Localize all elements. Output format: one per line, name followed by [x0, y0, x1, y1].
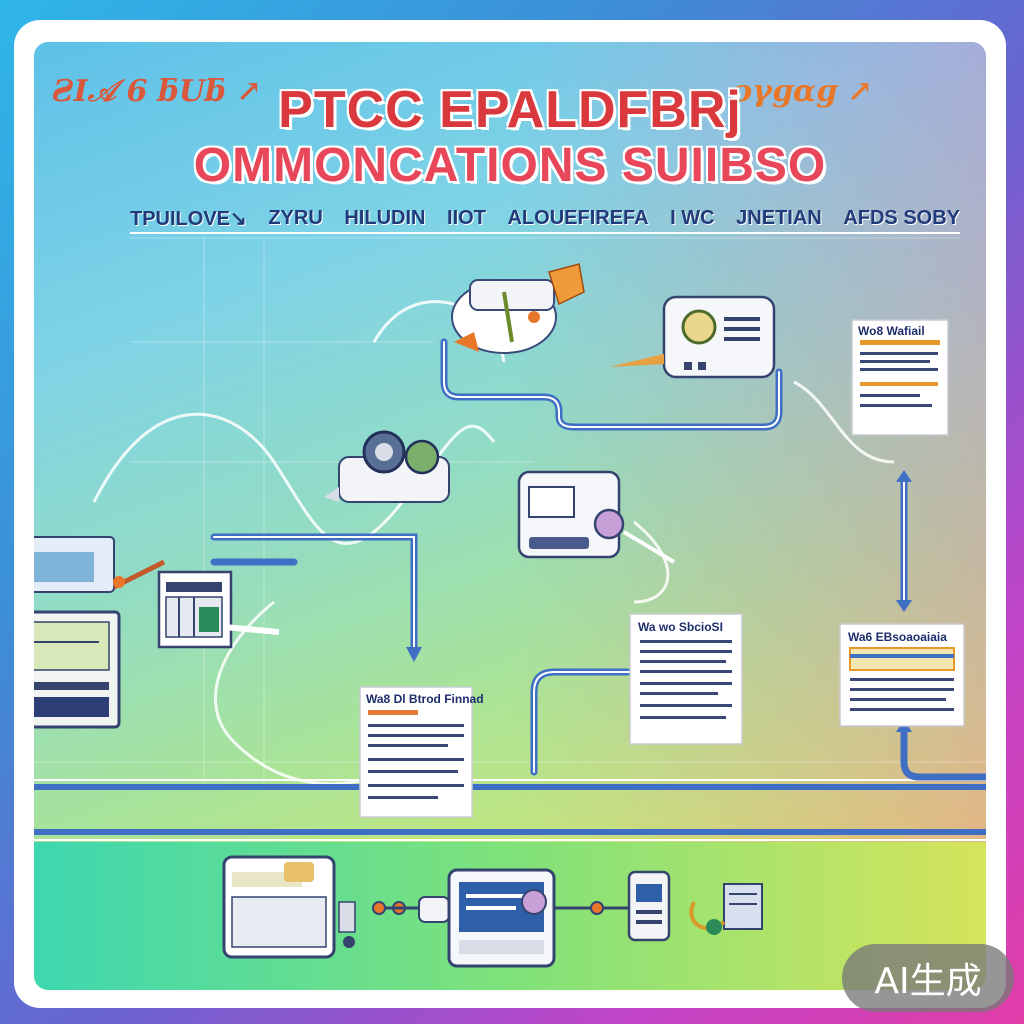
cabinet-icon: [157, 570, 280, 649]
bottom-server-icon: [418, 868, 556, 968]
subtitle-item: I WC: [670, 206, 715, 229]
bottom-equipment-icon: [689, 883, 763, 935]
flow-diagram: [34, 237, 986, 968]
subtitle-item: ZYRU: [268, 206, 323, 229]
bottom-printer-icon: [222, 855, 356, 959]
ai-generated-watermark: AI生成: [842, 944, 1014, 1012]
right-scribble: ↄγɡαɡ ↗: [734, 74, 873, 109]
arrow-heads: [406, 470, 912, 732]
document-middle-icon: [629, 613, 743, 745]
subtitle-row: TPUILOVE↘ ZYRU HILUDIN IIOT ALOUEFIREFA …: [130, 204, 960, 234]
document-middle-label: Wa wo SbcioSI: [638, 620, 723, 634]
thin-wires: [92, 300, 895, 786]
robot-machine-icon: [451, 263, 585, 354]
title-line-2: OMMONCATIONS SUIIBSO: [193, 139, 827, 192]
document-center-label: Wa8 Dl Btrod Finnad: [366, 692, 484, 706]
document-top-right-label: Wo8 Wafiail: [858, 324, 925, 338]
document-top-right-icon: [851, 319, 949, 436]
diagram-canvas: ƧΙ𝒜 6 ƃUƃ ↗ ↄγɡαɡ ↗ PTCC EPALDFBRj OMMON…: [34, 42, 986, 990]
subtitle-item: AFDS SOBY: [843, 206, 960, 229]
desk-station-icon: [34, 536, 166, 593]
subtitle-item: HILUDIN: [344, 206, 426, 229]
document-right-icon: [839, 623, 965, 727]
subtitle-item: TPUILOVE↘: [130, 207, 247, 230]
bottom-small-terminal-icon: [627, 870, 671, 942]
left-scribble: ƧΙ𝒜 6 ƃUƃ ↗: [52, 74, 262, 109]
control-panel-icon: [34, 610, 121, 729]
title-line-1: PTCC EPALDFBRj: [278, 81, 742, 139]
keyboard-machine-icon: [517, 470, 676, 564]
subtitle-item: JNETIAN: [736, 206, 822, 229]
bus-lines: [34, 784, 986, 835]
background-grid: [34, 237, 986, 782]
document-right-label: Wa6 EBsoaoaiaia: [848, 630, 947, 644]
document-center-icon: [359, 686, 473, 818]
monitor-device-icon: [609, 295, 776, 379]
subtitle-item: IIOT: [447, 206, 486, 229]
subtitle-item: ALOUEFIREFA: [507, 206, 649, 229]
dial-gadget-icon: [324, 430, 450, 503]
